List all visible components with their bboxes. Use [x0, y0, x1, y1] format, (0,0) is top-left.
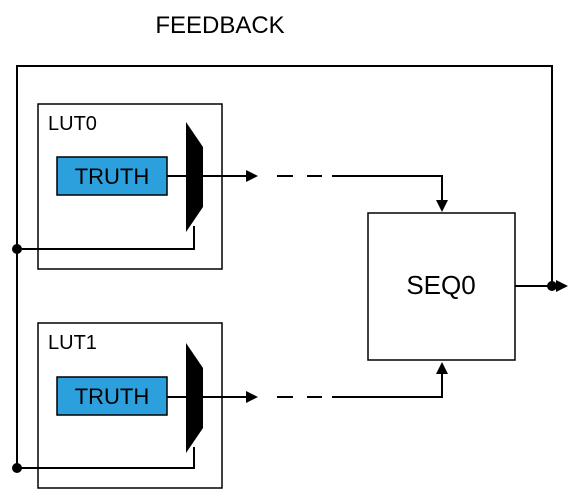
lut0-feedback-wire: [17, 226, 195, 250]
lut0-outer-box: [37, 103, 223, 270]
seq0-output-junction-dot: [547, 281, 557, 291]
lut0-truth-label: TRUTH: [75, 164, 150, 189]
lut0-to-seq0-wire: [332, 175, 448, 212]
seq0-label: SEQ0: [406, 270, 475, 300]
lut1-feedback-wire: [17, 447, 195, 469]
lut1-outer-box: [37, 322, 223, 489]
lut1-to-seq0-wire: [332, 362, 448, 398]
lut0-truth-box: [56, 156, 168, 196]
lut1-block: LUT1 TRUTH: [12, 322, 448, 489]
lut0-junction-dot: [12, 244, 22, 254]
lut1-label: LUT1: [48, 332, 97, 354]
lut1-mux: [186, 343, 203, 453]
seq0-block: SEQ0: [367, 212, 568, 361]
lut1-truth-box: [56, 376, 168, 416]
feedback-loop-line: [16, 65, 553, 468]
lut0-label: LUT0: [48, 113, 97, 135]
lut1-junction-dot: [12, 463, 22, 473]
seq0-box: [367, 212, 516, 361]
lut1-truth-label: TRUTH: [75, 384, 150, 409]
lut0-mux: [186, 122, 203, 232]
lut0-block: LUT0 TRUTH: [12, 103, 448, 270]
feedback-title: FEEDBACK: [155, 12, 284, 39]
